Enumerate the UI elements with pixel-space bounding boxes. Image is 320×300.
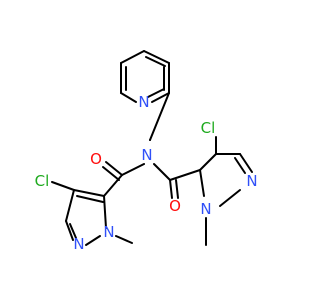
- bond: [199, 153, 217, 171]
- left-pyrazole-n1-label: N: [103, 223, 114, 241]
- bond: [73, 189, 105, 197]
- bond: [153, 163, 171, 181]
- bond: [115, 235, 133, 244]
- bond: [199, 169, 205, 197]
- bond: [69, 223, 77, 239]
- bond: [105, 161, 123, 176]
- bond: [76, 195, 104, 203]
- right-pyrazole-n2-label: N: [246, 172, 257, 190]
- left-chlorine-label: Cl: [35, 172, 50, 190]
- bond: [65, 220, 74, 241]
- right-pyrazole-ring: [169, 136, 253, 246]
- bond: [85, 235, 101, 246]
- right-carbonyl-oxygen-label: O: [169, 197, 181, 215]
- bond: [147, 88, 165, 98]
- bond: [239, 153, 253, 173]
- left-pyrazole-n2-label: N: [73, 235, 84, 253]
- bond: [234, 157, 246, 174]
- pyridine-ring: [120, 50, 170, 103]
- bond: [151, 92, 170, 103]
- bond: [175, 179, 179, 199]
- bond: [103, 174, 123, 197]
- left-pyrazole-ring: [51, 174, 133, 246]
- imide-core: [102, 92, 179, 199]
- right-chlorine-label: Cl: [201, 119, 216, 137]
- left-carbonyl-oxygen-label: O: [90, 150, 102, 168]
- molecule-structure-diagram: N N O O Cl Cl N N N N: [35, 50, 258, 253]
- bond: [102, 166, 120, 181]
- bond: [65, 189, 75, 222]
- amide-nitrogen-label: N: [141, 146, 152, 164]
- bond: [169, 179, 173, 199]
- right-pyrazole-n1-label: N: [200, 200, 211, 218]
- bond: [103, 195, 107, 229]
- bond: [219, 189, 241, 207]
- bond: [169, 169, 201, 181]
- bond: [121, 163, 145, 176]
- bond: [149, 92, 170, 141]
- bond: [120, 50, 145, 64]
- bond: [51, 181, 75, 191]
- pyridine-nitrogen-label: N: [138, 93, 149, 111]
- bond: [145, 56, 166, 67]
- bond: [120, 92, 137, 103]
- bond: [143, 50, 170, 64]
- atom-labels: N N O O Cl Cl N N N N: [35, 93, 258, 253]
